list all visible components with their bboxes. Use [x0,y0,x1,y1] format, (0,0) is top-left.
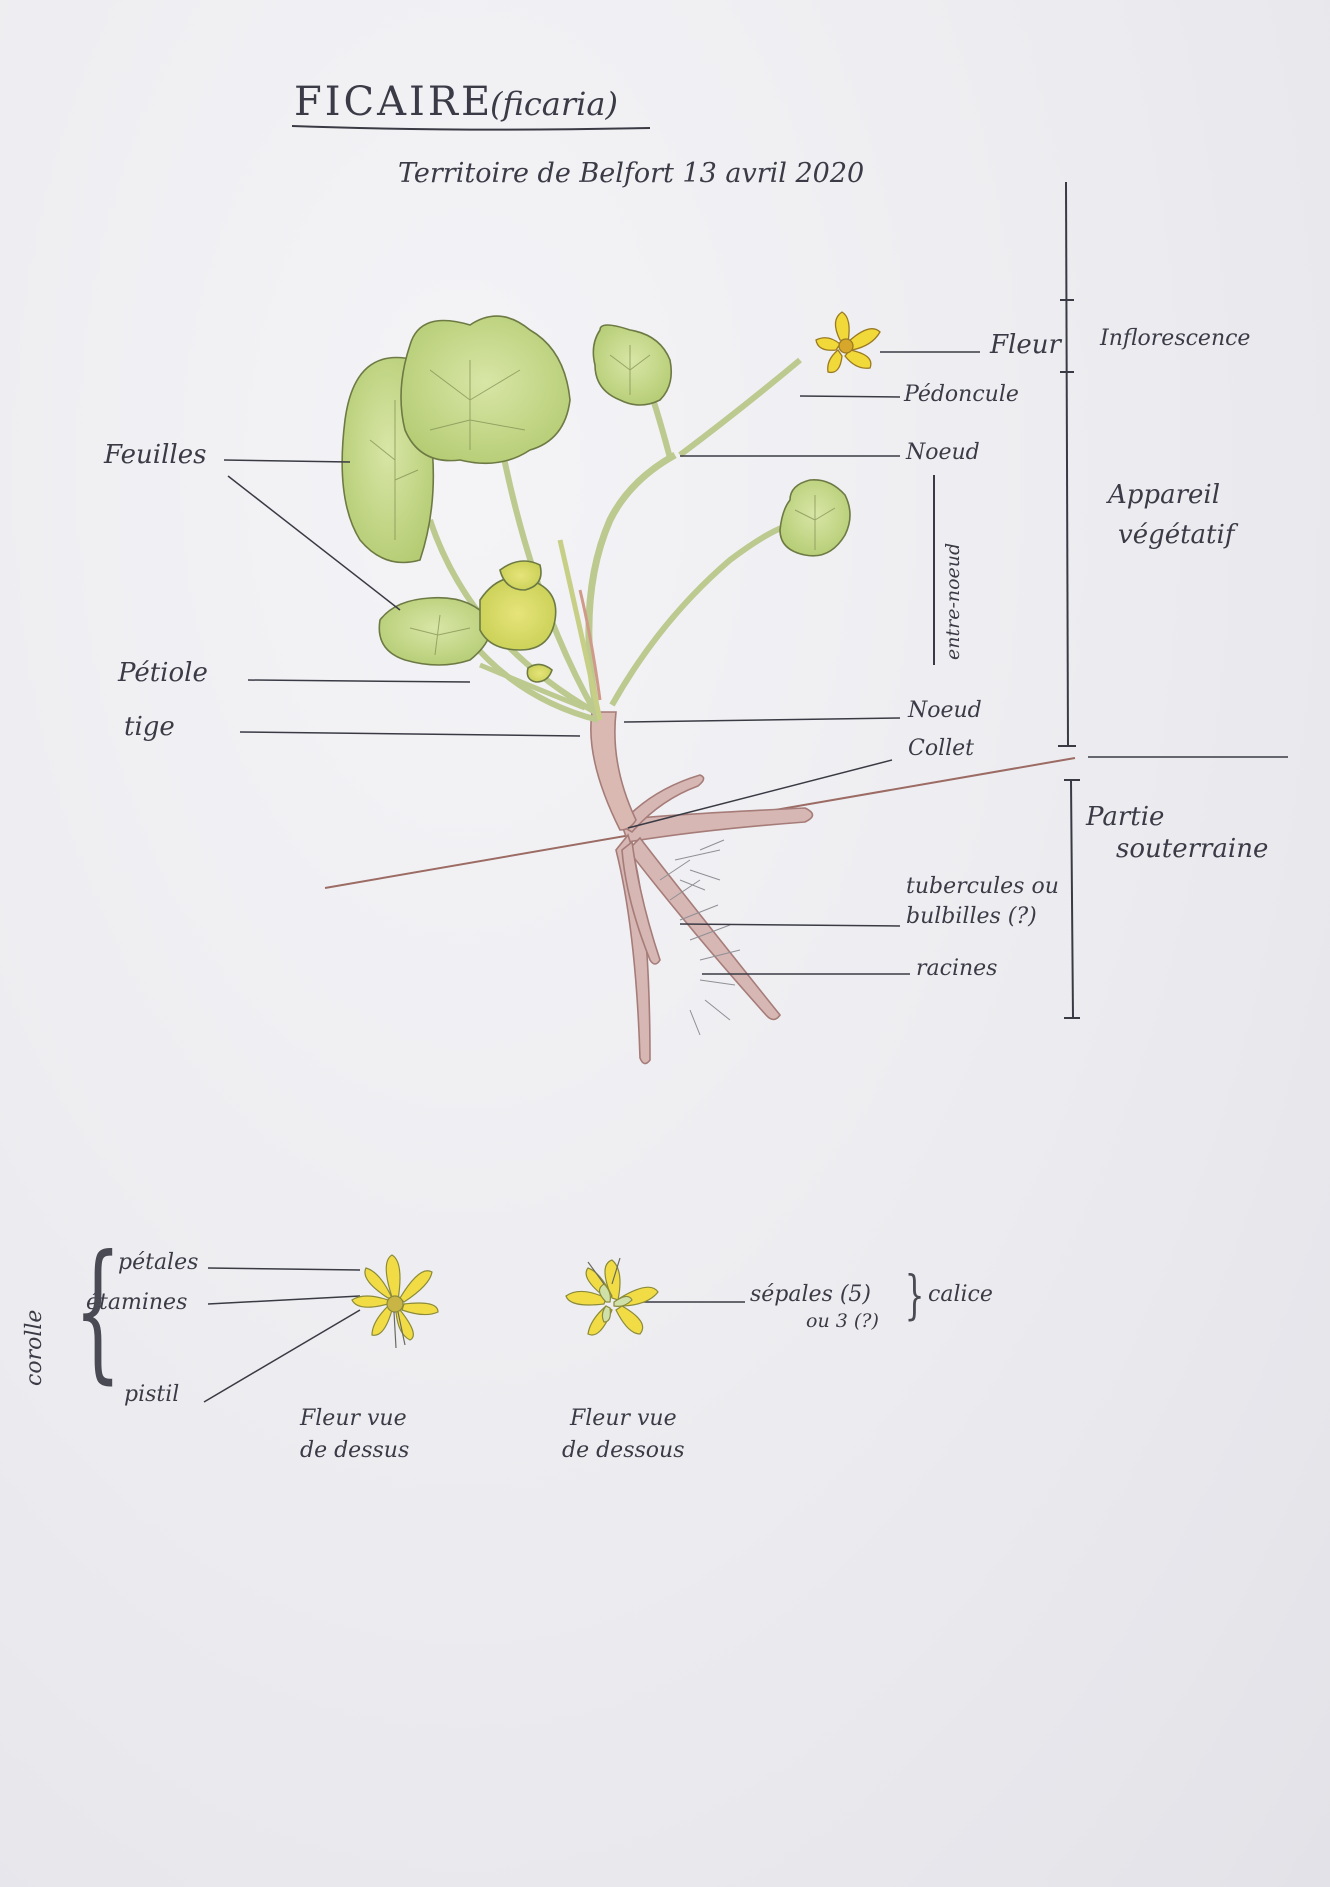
calice-brace: } [904,1266,925,1326]
label-noeud-bottom: Noeud [908,698,982,723]
roots [615,774,814,1065]
caption-bottom-1: Fleur vue [570,1406,677,1431]
section-souterraine-1: Partie [1086,802,1165,832]
label-calice: calice [928,1282,993,1307]
leaf-bud [526,663,553,683]
caption-top-2: de dessus [300,1438,410,1463]
date-location-line: Territoire de Belfort 13 avril 2020 [398,158,865,189]
title-underline [291,125,651,131]
stems [427,357,802,723]
label-entre-noeud: entre-noeud [942,542,964,660]
label-tubercules-2: bulbilles (?) [906,904,1037,929]
main-flower [815,311,881,374]
fine-roots [659,839,741,1036]
label-pistil: pistil [124,1382,180,1407]
caption-top-1: Fleur vue [300,1406,407,1431]
label-etamines: étamines [86,1290,188,1315]
page-title-latin: (ficaria) [490,85,618,123]
label-sepales-alt: ou 3 (?) [806,1310,879,1332]
flower-top-view [351,1254,439,1349]
leaf-top-large [400,315,571,465]
section-inflorescence: Inflorescence [1100,326,1251,351]
label-fleur: Fleur [990,330,1061,360]
label-tubercules-1: tubercules ou [906,874,1059,899]
page-title: FICAIRE [294,79,494,125]
leaves [341,315,851,683]
label-tige: tige [124,712,175,742]
label-petiole: Pétiole [118,658,208,688]
section-appareil-2: végétatif [1118,520,1235,550]
flower-bottom-view [565,1257,659,1336]
section-brackets [933,181,1080,1019]
label-feuilles: Feuilles [104,440,207,470]
label-collet: Collet [908,736,975,761]
label-racines: racines [916,956,998,981]
leaf-top-center [592,324,673,406]
label-corolle: corolle [22,1309,47,1386]
label-noeud-top: Noeud [906,440,980,465]
caption-bottom-2: de dessous [562,1438,685,1463]
label-sepales: sépales (5) [750,1282,872,1307]
collet-stem [590,711,637,831]
leader-lines [203,351,980,1403]
leaf-veins [369,345,836,656]
section-souterraine-2: souterraine [1116,834,1269,864]
leaf-yellow-small [499,560,542,591]
label-pedoncule: Pédoncule [904,382,1019,407]
section-appareil-1: Appareil [1108,480,1221,510]
label-petales: pétales [118,1250,199,1275]
corolle-brace: { [73,1224,122,1398]
